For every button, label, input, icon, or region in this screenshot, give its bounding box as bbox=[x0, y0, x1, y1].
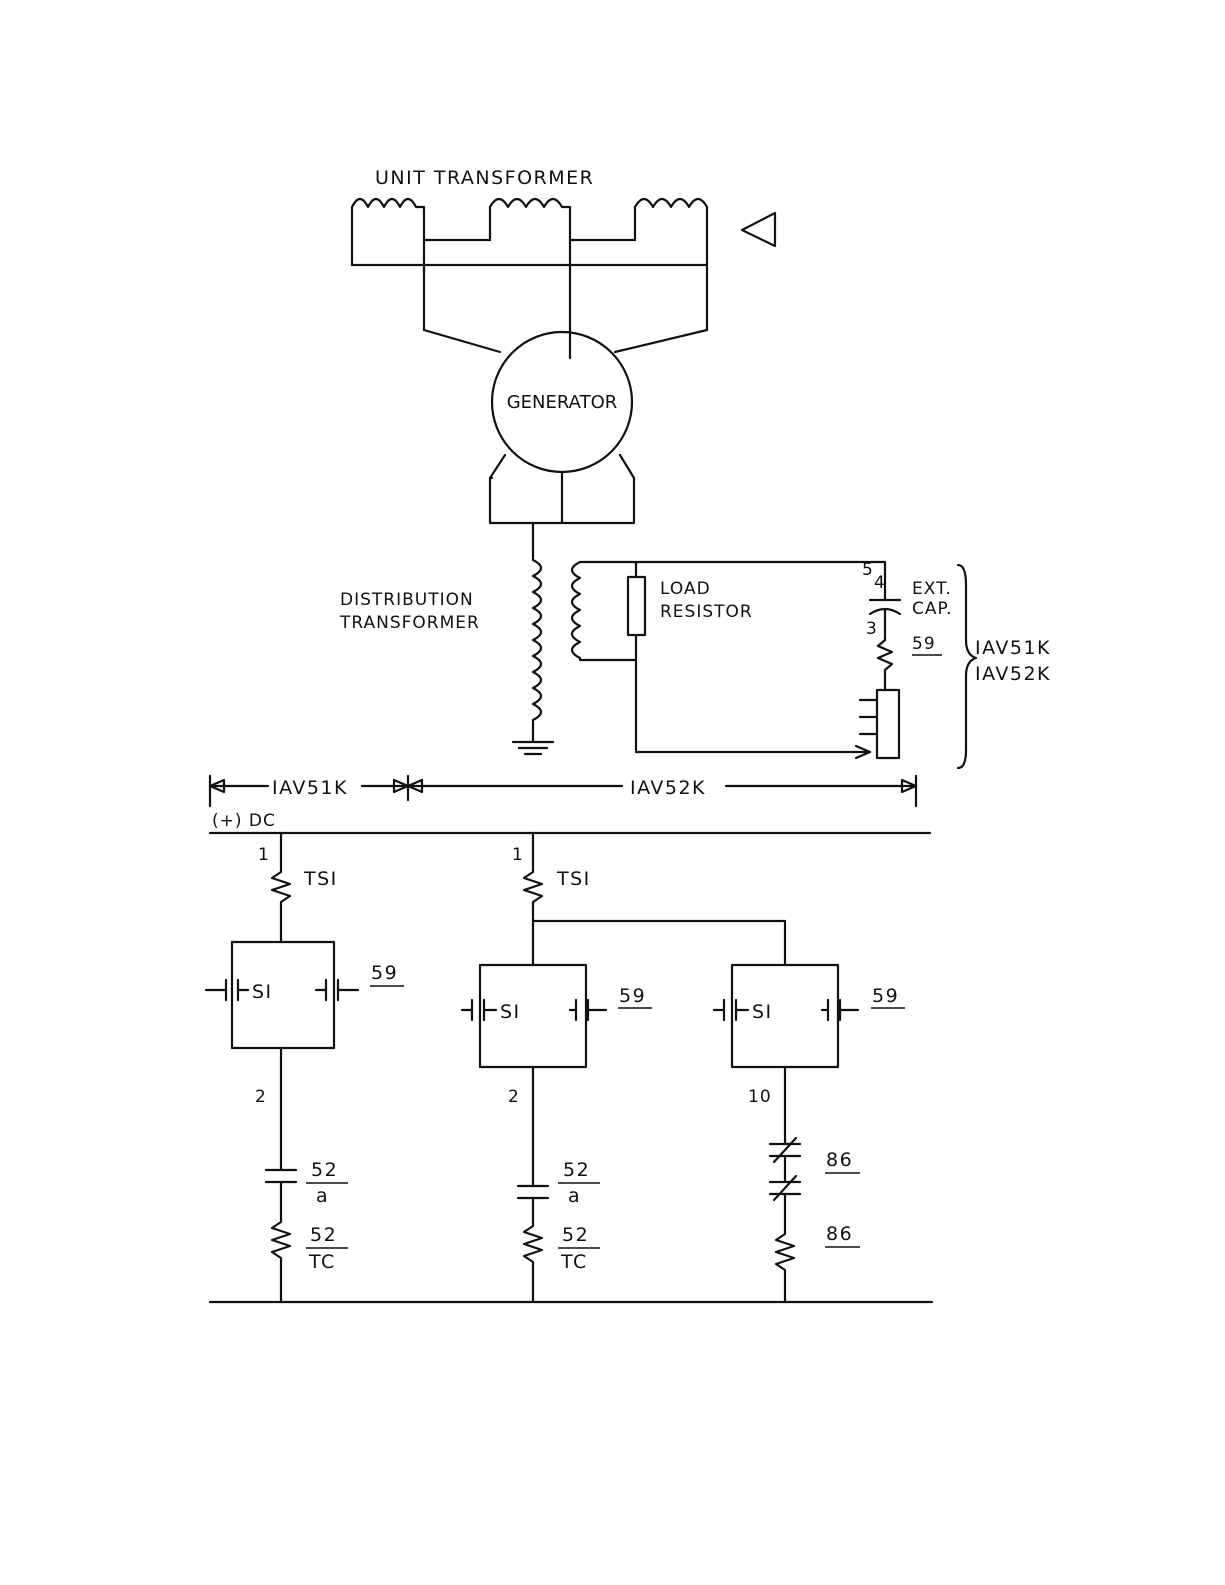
transformer-to-generator-leads bbox=[424, 330, 707, 358]
relay-group-brace bbox=[958, 565, 976, 768]
circuit1-tsi-label: TSI bbox=[303, 868, 338, 890]
load-resistor-label-1: LOAD bbox=[660, 579, 711, 599]
circuit2-terminal-bottom: 2 bbox=[508, 1087, 520, 1107]
distribution-transformer-secondary bbox=[572, 562, 590, 660]
relay-59-label: 59 bbox=[912, 634, 936, 654]
relay-59-coil bbox=[878, 640, 892, 690]
relay-terminal-pins bbox=[860, 700, 877, 734]
circuit2-52a-num: 52 bbox=[563, 1159, 590, 1181]
circuit3-59-label: 59 bbox=[872, 985, 899, 1007]
circuit1-59-label: 59 bbox=[371, 962, 398, 984]
secondary-loop-wires bbox=[590, 562, 885, 752]
circuit2-52tc-num: 52 bbox=[562, 1224, 589, 1246]
relay-model-label-1: IAV51K bbox=[975, 637, 1051, 659]
relay-model-label-2: IAV52K bbox=[975, 663, 1051, 685]
circuit3-terminal-bottom: 10 bbox=[748, 1087, 772, 1107]
circuit3-86-contact-label: 86 bbox=[826, 1149, 853, 1171]
terminal-3-label: 3 bbox=[866, 619, 878, 639]
circuit2-59-label: 59 bbox=[619, 985, 646, 1007]
ext-cap-label-1: EXT. bbox=[912, 579, 952, 599]
generator-neutral-windings bbox=[490, 455, 634, 548]
generator-label: GENERATOR bbox=[507, 392, 618, 413]
load-resistor-label-2: RESISTOR bbox=[660, 602, 753, 622]
circuit3-si-label: SI bbox=[752, 1001, 773, 1023]
circuit3-86-coil-label: 86 bbox=[826, 1223, 853, 1245]
secondary-arrow bbox=[842, 746, 870, 758]
circuit2-terminal-top: 1 bbox=[512, 845, 524, 865]
load-resistor bbox=[628, 577, 645, 635]
circuit1-si-label: SI bbox=[252, 981, 273, 1003]
distribution-transformer-label-2: TRANSFORMER bbox=[339, 613, 480, 633]
relay-terminal-block bbox=[877, 690, 899, 758]
ground-symbol bbox=[513, 735, 553, 754]
distribution-transformer-label-1: DISTRIBUTION bbox=[340, 590, 474, 610]
circuit1-52a-den: a bbox=[316, 1185, 329, 1207]
distribution-transformer-primary bbox=[533, 548, 541, 735]
circuit-iav52k-lockout bbox=[714, 965, 858, 1302]
circuit1-52tc-den: TC bbox=[308, 1251, 336, 1273]
unit-transformer-windings bbox=[352, 199, 707, 330]
circuit1-52tc-num: 52 bbox=[310, 1224, 337, 1246]
delta-symbol bbox=[742, 213, 775, 246]
circuit2-52a-den: a bbox=[568, 1185, 581, 1207]
circuit1-52a-num: 52 bbox=[311, 1159, 338, 1181]
span-iav52k-label: IAV52K bbox=[630, 777, 706, 799]
circuit1-terminal-bottom: 2 bbox=[255, 1087, 267, 1107]
circuit2-tsi-label: TSI bbox=[556, 868, 591, 890]
ext-cap-label-2: CAP. bbox=[912, 599, 953, 619]
circuit1-terminal-top: 1 bbox=[258, 845, 270, 865]
terminal-5-label: 5 bbox=[862, 560, 874, 580]
circuit2-si-label: SI bbox=[500, 1001, 521, 1023]
unit-transformer-label: UNIT TRANSFORMER bbox=[375, 167, 594, 189]
circuit2-52tc-den: TC bbox=[560, 1251, 588, 1273]
dc-positive-label: (+) DC bbox=[212, 811, 276, 831]
span-iav51k-label: IAV51K bbox=[272, 777, 348, 799]
